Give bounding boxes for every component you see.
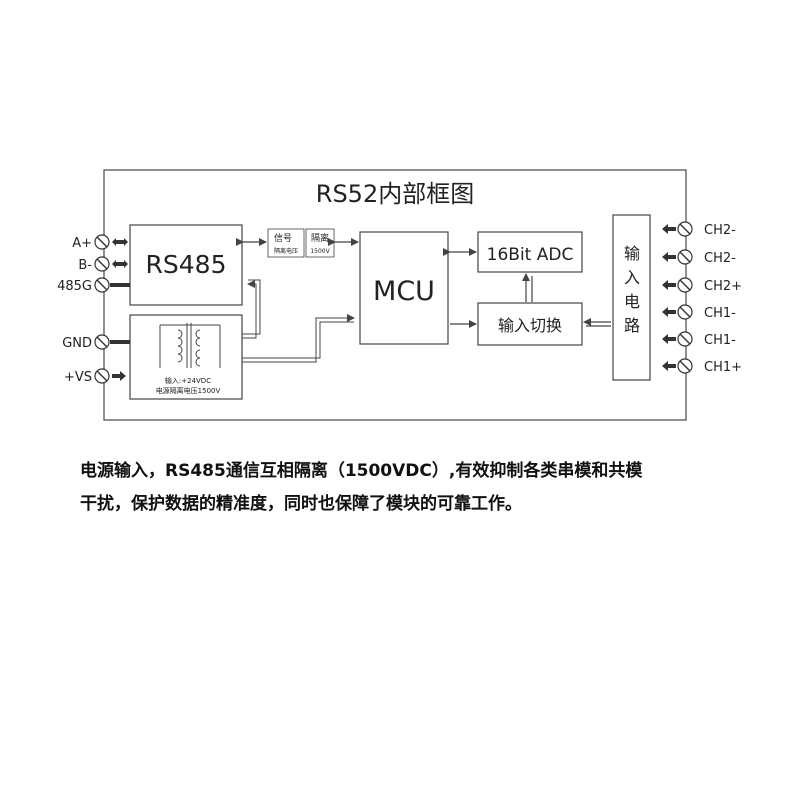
signal-label: 信号 xyxy=(274,232,292,244)
mcu-adc-link xyxy=(443,248,533,328)
right-terminal-label-4: CH1- xyxy=(704,306,736,321)
input-circuit-block xyxy=(612,214,651,381)
power-input-label: 输入:+24VDC xyxy=(165,376,211,385)
rs485-label: RS485 xyxy=(146,250,227,279)
right-terminal-label-6: CH1+ xyxy=(704,360,742,375)
outer-frame xyxy=(103,169,687,421)
power-isolation-label: 电源隔离电压1500V xyxy=(156,386,221,395)
isolation-label: 隔离 xyxy=(311,232,329,244)
input-switch-label: 输入切换 xyxy=(498,316,562,335)
left-terminal-vs xyxy=(94,368,126,384)
right-terminal-label-3: CH2+ xyxy=(704,279,742,294)
rs485-block xyxy=(129,224,243,306)
adc-label: 16Bit ADC xyxy=(487,245,574,265)
right-terminals xyxy=(662,221,693,374)
left-terminal-label-3: 485G xyxy=(57,279,92,294)
mcu-label: MCU xyxy=(373,276,435,307)
input-circuit-char-4: 路 xyxy=(624,316,640,335)
adc-block xyxy=(477,231,583,273)
input-circuit-char-2: 入 xyxy=(624,268,640,287)
right-terminal-label-2: CH2- xyxy=(704,251,736,266)
right-terminal-label-1: CH2- xyxy=(704,223,736,238)
left-terminal-b-minus xyxy=(94,256,128,272)
signal-isolation-voltage-label: 隔离电压 xyxy=(274,247,298,255)
left-terminal-a-plus xyxy=(94,234,128,250)
description-text: 电源输入，RS485通信互相隔离（1500VDC）,有效抑制各类串模和共模 干扰… xyxy=(80,455,740,521)
diagram-title: RS52内部框图 xyxy=(316,180,474,208)
input-circuit-char-3: 电 xyxy=(624,292,640,311)
power-supply-block xyxy=(129,314,243,400)
isolation-voltage-label: 1500V xyxy=(310,248,330,255)
input-circuit-char-1: 输 xyxy=(624,244,640,263)
left-terminal-label-1: A+ xyxy=(72,236,92,251)
description-line-1: 电源输入，RS485通信互相隔离（1500VDC）,有效抑制各类串模和共模 xyxy=(80,461,643,481)
left-terminal-label-2: B- xyxy=(78,258,92,273)
left-terminal-gnd xyxy=(94,334,130,350)
left-terminal-label-4: GND xyxy=(62,336,92,351)
right-terminal-label-5: CH1- xyxy=(704,333,736,348)
block-diagram: RS52内部框图 RS485 输入:+24VDC 电源隔离电压1500V 信号 … xyxy=(57,169,742,421)
left-terminal-485g xyxy=(94,277,130,293)
input-circuit-to-switch-link xyxy=(583,318,611,327)
left-terminal-label-5: +VS xyxy=(64,370,92,385)
input-switch-block xyxy=(477,302,583,346)
mcu-block xyxy=(359,231,449,345)
description-line-2: 干扰，保护数据的精准度，同时也保障了模块的可靠工作。 xyxy=(80,494,522,514)
power-to-rs485-link xyxy=(242,279,261,339)
power-to-mcu-link xyxy=(242,314,355,363)
